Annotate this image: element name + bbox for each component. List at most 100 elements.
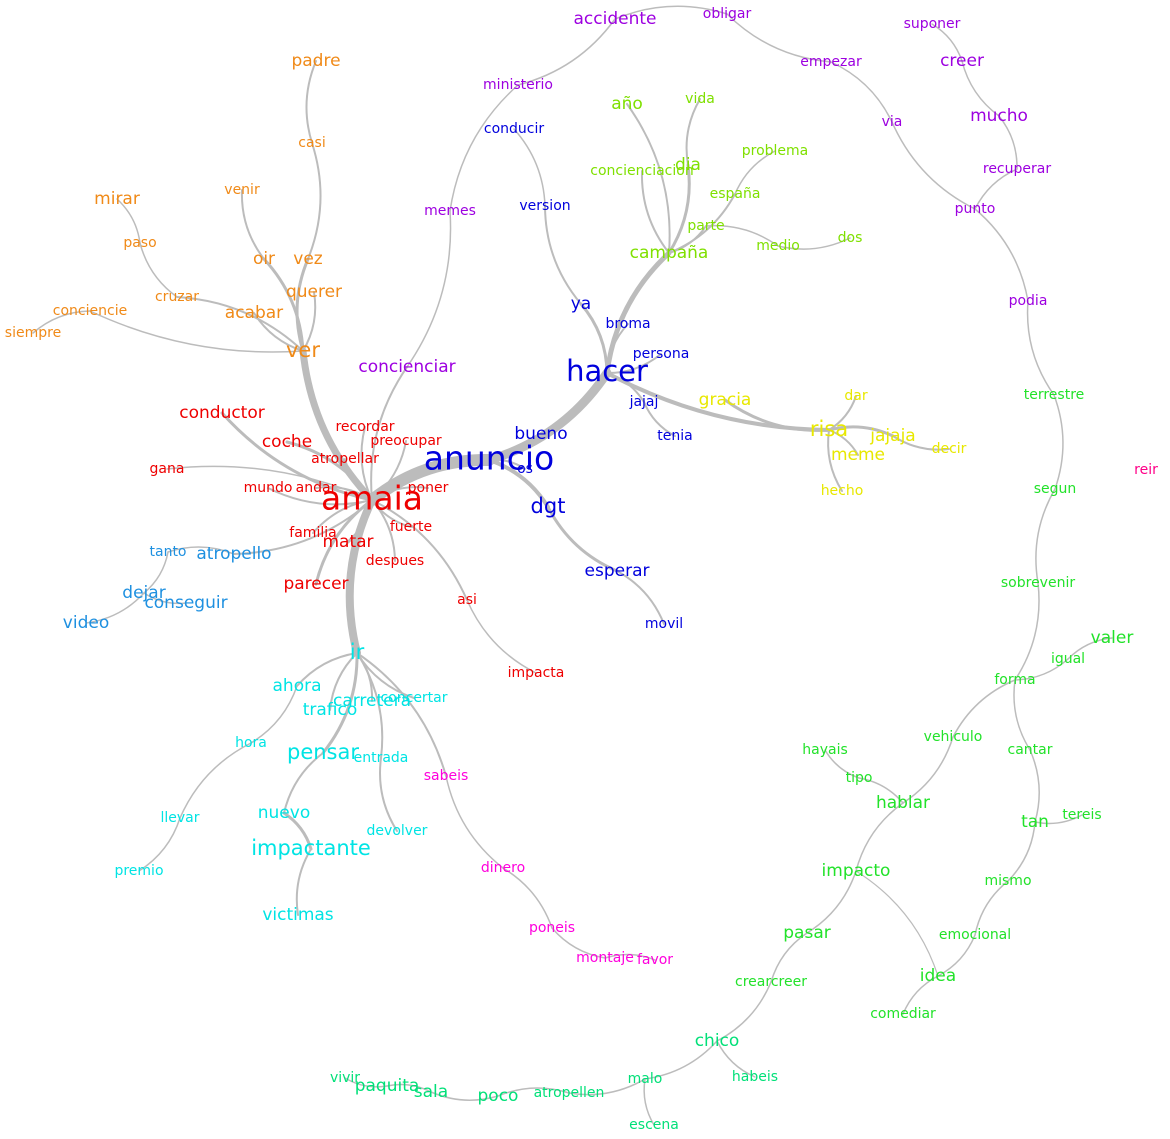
edge-amaia-asi xyxy=(371,499,468,601)
word-node-ministerio: ministerio xyxy=(483,77,553,93)
edge-amaia-andar xyxy=(315,486,373,501)
word-node-oir: oir xyxy=(253,249,275,269)
word-node-paso: paso xyxy=(123,235,156,251)
word-node-anuncio: anuncio xyxy=(424,439,554,478)
edge-obligar-empezar xyxy=(726,13,832,63)
edge-podia-terrestre xyxy=(1026,300,1055,396)
edge-memes-ministerio xyxy=(449,84,519,212)
edge-tanto-dejar xyxy=(143,551,169,594)
word-node-asi: asi xyxy=(457,592,477,608)
network-edges xyxy=(32,5,1113,1126)
edge-campana-dia xyxy=(667,163,691,255)
word-node-accidente: accidente xyxy=(574,9,657,29)
word-node-dinero: dinero xyxy=(481,860,525,876)
edge-hacer-broma xyxy=(606,323,629,374)
word-node-ya: ya xyxy=(571,294,591,314)
edge-pasar-crearcreer xyxy=(770,932,808,983)
word-node-igual: igual xyxy=(1051,651,1085,667)
word-node-atropello: atropello xyxy=(196,544,271,564)
word-node-dejar: dejar xyxy=(122,583,165,603)
edge-medio-dos xyxy=(777,237,851,250)
edge-amaia-ir xyxy=(345,496,376,657)
edge-campana-concienciacion xyxy=(640,170,670,254)
word-node-terrestre: terrestre xyxy=(1024,387,1085,403)
word-node-creer: creer xyxy=(940,51,984,71)
word-node-comediar: comediar xyxy=(870,1006,936,1022)
edge-forma-cantar xyxy=(1013,679,1031,751)
word-node-parecer: parecer xyxy=(283,574,348,594)
edge-ir-pensar xyxy=(321,651,359,755)
word-node-podia: podia xyxy=(1009,293,1048,309)
word-node-broma: broma xyxy=(605,316,650,332)
word-node-poner: poner xyxy=(408,480,449,496)
edge-jajaja-decir xyxy=(892,435,950,451)
word-node-mirar: mirar xyxy=(94,189,140,209)
edge-amaia-poner xyxy=(371,486,429,501)
edge-amaia-despues xyxy=(371,499,396,562)
word-node-crearcreer: crearcreer xyxy=(735,974,807,990)
edge-sala-paquita xyxy=(386,1083,432,1093)
word-node-mucho: mucho xyxy=(970,106,1028,126)
edge-hora-llevar xyxy=(179,742,252,819)
edge-tan-tereis xyxy=(1034,814,1083,825)
word-node-parte: parte xyxy=(687,218,724,234)
edge-hacer-ya xyxy=(579,302,609,375)
word-node-problema: problema xyxy=(742,143,809,159)
word-node-ano: año xyxy=(611,94,643,114)
word-node-concienciar: concienciar xyxy=(358,357,455,377)
word-node-recuperar: recuperar xyxy=(983,161,1051,177)
word-node-movil: movil xyxy=(645,616,683,632)
word-node-malo: malo xyxy=(628,1071,663,1087)
word-node-hablar: hablar xyxy=(876,793,930,813)
edge-espana-problema xyxy=(734,150,776,195)
word-node-familia: familia xyxy=(289,525,336,541)
edge-concienciar-memes xyxy=(406,210,452,368)
edge-risa-meme xyxy=(828,429,859,456)
edge-ir-trafico xyxy=(329,652,358,711)
edge-risa-hecho xyxy=(827,429,843,492)
edge-cantar-tan xyxy=(1029,749,1040,823)
word-node-siempre: siempre xyxy=(5,325,61,341)
word-node-bueno: bueno xyxy=(514,424,567,444)
word-node-empezar: empezar xyxy=(800,54,862,70)
edge-punto-recuperar xyxy=(974,168,1018,210)
edge-anuncio-dgt xyxy=(487,458,550,509)
word-node-idea: idea xyxy=(920,966,956,986)
word-node-habeis: habeis xyxy=(732,1069,778,1085)
word-node-dos: dos xyxy=(838,230,863,246)
word-node-querer: querer xyxy=(286,282,342,302)
edge-impactante-victimas xyxy=(295,848,312,916)
edge-campana-parte xyxy=(668,225,707,254)
word-node-poneis: poneis xyxy=(529,920,575,936)
edge-amaia-anuncio xyxy=(366,453,495,506)
edge-llevar-premio xyxy=(138,817,181,872)
edge-tipo-hayais xyxy=(824,749,860,779)
word-node-dgt: dgt xyxy=(531,494,566,518)
edge-dinero-poneis xyxy=(502,867,553,929)
edge-amaia-matar xyxy=(346,498,374,544)
edge-sobrevenir-forma xyxy=(1014,582,1040,681)
word-node-conciencie: conciencie xyxy=(53,303,127,319)
word-node-escena: escena xyxy=(629,1117,679,1133)
edge-risa-gracia xyxy=(723,398,831,432)
word-node-hecho: hecho xyxy=(821,483,864,499)
edge-ahora-hora xyxy=(250,685,298,744)
word-node-sala: sala xyxy=(414,1082,448,1102)
edge-atropellen-poco xyxy=(497,1087,570,1097)
word-node-montaje: montaje xyxy=(576,950,634,966)
edge-conciencie-siempre xyxy=(32,310,91,334)
edge-paso-mirar xyxy=(116,198,141,244)
edge-amaia-recordar xyxy=(360,426,373,501)
word-node-mundo: mundo xyxy=(244,480,293,496)
word-node-entrada: entrada xyxy=(354,750,409,766)
edge-anuncio-hacer xyxy=(484,368,612,465)
edge-impacto-idea xyxy=(855,870,939,977)
edge-parte-medio xyxy=(705,224,779,247)
word-node-gracia: gracia xyxy=(699,390,752,410)
edge-ya-version xyxy=(544,205,582,305)
edge-hablar-impacto xyxy=(855,802,904,872)
word-node-padre: padre xyxy=(291,51,340,71)
edge-sabeis-dinero xyxy=(445,775,504,869)
word-node-conductor: conductor xyxy=(179,403,265,423)
